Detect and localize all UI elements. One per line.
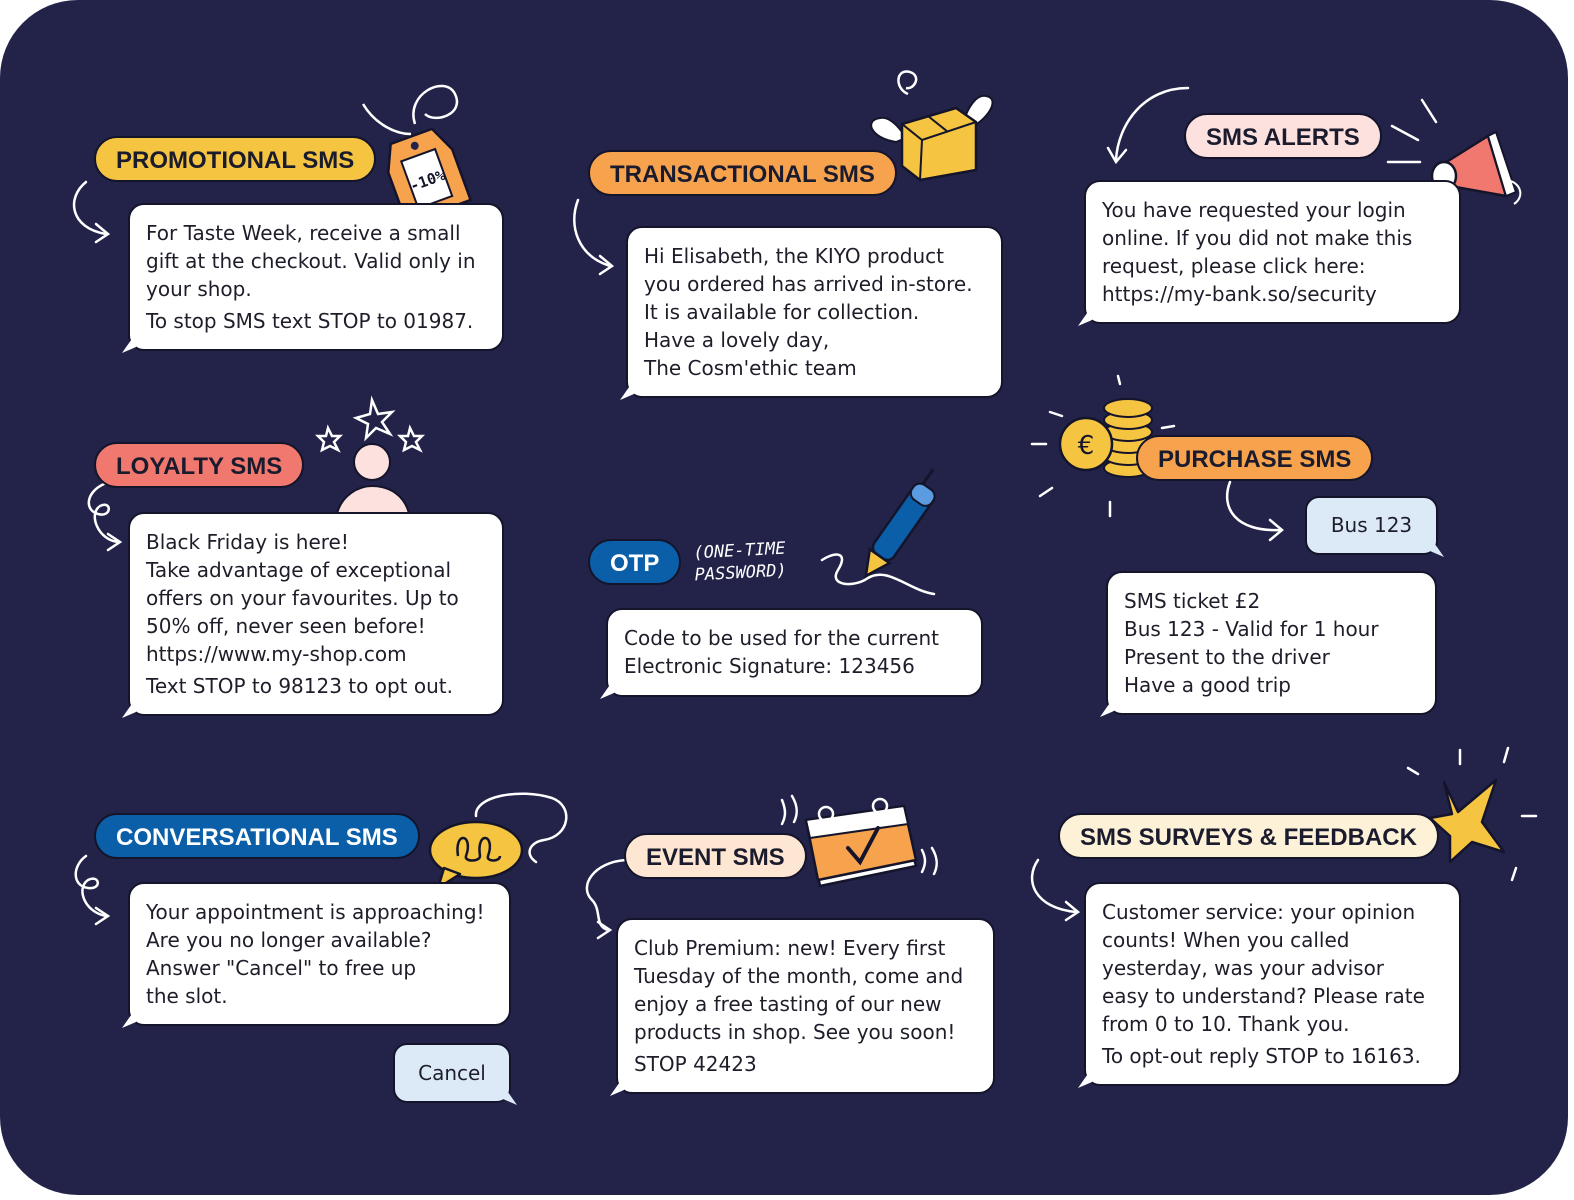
- loyalty-message: Black Friday is here! Take advantage of …: [122, 512, 504, 718]
- message-line: STOP 42423: [634, 1052, 757, 1076]
- message-line: Answer "Cancel" to free up: [146, 956, 417, 980]
- purchase-sms-label: PURCHASE SMS: [1136, 435, 1374, 481]
- calendar-check-icon: [780, 794, 938, 888]
- message-line: Code to be used for the current: [624, 626, 939, 650]
- message-line: gift at the checkout. Valid only in: [146, 249, 476, 273]
- message-line: Have a good trip: [1124, 673, 1291, 697]
- message-line: Text STOP to 98123 to opt out.: [146, 674, 453, 698]
- message-line: The Cosm'ethic team: [644, 356, 857, 380]
- message-line: enjoy a free tasting of our new: [634, 992, 942, 1016]
- curved-arrow-icon: [72, 180, 111, 244]
- surveys-message: Customer service: your opinion counts! W…: [1078, 882, 1461, 1088]
- curved-arrow-icon: [74, 854, 111, 926]
- message-line: from 0 to 10. Thank you.: [1102, 1012, 1350, 1036]
- sms-surveys-label: SMS SURVEYS & FEEDBACK: [1058, 813, 1439, 859]
- coin-symbol: €: [1078, 431, 1095, 461]
- message-line: To stop SMS text STOP to 01987.: [146, 309, 474, 333]
- event-message: Club Premium: new! Every first Tuesday o…: [610, 918, 995, 1096]
- message-line: Hi Elisabeth, the KIYO product: [644, 244, 944, 268]
- message-line: 50% off, never seen before!: [146, 614, 426, 638]
- message-line: SMS ticket £2: [1124, 589, 1261, 613]
- message-line: It is available for collection.: [644, 300, 920, 324]
- message-line: Are you no longer available?: [146, 928, 432, 952]
- message-line: your shop.: [146, 277, 252, 301]
- message-line: Customer service: your opinion: [1102, 900, 1416, 924]
- message-line: products in shop. See you soon!: [634, 1020, 956, 1044]
- message-line: request, please click here:: [1102, 254, 1366, 278]
- loyalty-sms-label: LOYALTY SMS: [94, 442, 305, 488]
- message-line: Your appointment is approaching!: [146, 900, 485, 924]
- message-line: offers on your favourites. Up to: [146, 586, 459, 610]
- message-line: Tuesday of the month, come and: [634, 964, 964, 988]
- star-icon: [1406, 746, 1538, 882]
- message-line: https://www.my-shop.com: [146, 642, 407, 666]
- reply-text: Bus 123: [1330, 513, 1413, 537]
- message-line: Have a lovely day,: [644, 328, 830, 352]
- message-line: Bus 123 - Valid for 1 hour: [1124, 617, 1379, 641]
- person-stars-icon: [314, 395, 426, 519]
- message-line: Club Premium: new! Every first: [634, 936, 946, 960]
- reply-text: Cancel: [418, 1061, 486, 1085]
- message-line: To opt-out reply STOP to 16163.: [1102, 1044, 1421, 1068]
- purchase-message: SMS ticket £2 Bus 123 - Valid for 1 hour…: [1100, 571, 1437, 717]
- message-line: https://my-bank.so/security: [1102, 282, 1377, 306]
- curved-arrow-icon: [585, 858, 628, 940]
- promotional-message: For Taste Week, receive a small gift at …: [122, 203, 504, 353]
- message-line: Black Friday is here!: [146, 530, 349, 554]
- message-line: easy to understand? Please rate: [1102, 984, 1425, 1008]
- message-line: Electronic Signature: 123456: [624, 654, 915, 678]
- otp-note-line: PASSWORD): [694, 560, 788, 586]
- curved-arrow-icon: [1225, 480, 1284, 542]
- transactional-sms-label: TRANSACTIONAL SMS: [588, 150, 897, 196]
- pen-icon: [820, 468, 936, 596]
- otp-note: (ONE-TIME PASSWORD): [693, 538, 787, 587]
- winged-box-icon: [870, 70, 994, 182]
- curved-arrow-icon: [1030, 858, 1081, 922]
- conversational-message: Your appointment is approaching! Are you…: [122, 882, 511, 1028]
- conversational-sms-label: CONVERSATIONAL SMS: [94, 813, 420, 859]
- message-line: the slot.: [146, 984, 228, 1008]
- message-line: For Taste Week, receive a small: [146, 221, 461, 245]
- message-line: online. If you did not make this: [1102, 226, 1413, 250]
- cancel-reply: Cancel: [393, 1043, 517, 1105]
- transactional-message: Hi Elisabeth, the KIYO product you order…: [620, 226, 1003, 400]
- chat-bubble-icon: [428, 792, 568, 890]
- message-line: counts! When you called: [1102, 928, 1350, 952]
- curved-arrow-icon: [573, 198, 615, 276]
- message-line: Take advantage of exceptional: [146, 558, 452, 582]
- alerts-message: You have requested your login online. If…: [1078, 180, 1461, 326]
- event-sms-label: EVENT SMS: [624, 833, 807, 879]
- message-line: Present to the driver: [1124, 645, 1330, 669]
- otp-label: OTP: [588, 539, 682, 585]
- curved-arrow-icon: [87, 482, 123, 552]
- curved-arrow-icon: [1106, 86, 1190, 165]
- purchase-reply: Bus 123: [1305, 496, 1444, 557]
- otp-message: Code to be used for the current Electron…: [600, 608, 983, 699]
- price-tag-icon: -10%: [361, 84, 473, 225]
- message-line: You have requested your login: [1102, 198, 1406, 222]
- promotional-sms-label: PROMOTIONAL SMS: [94, 136, 377, 182]
- message-line: you ordered has arrived in-store.: [644, 272, 973, 296]
- sms-alerts-label: SMS ALERTS: [1184, 113, 1382, 159]
- message-line: yesterday, was your advisor: [1102, 956, 1385, 980]
